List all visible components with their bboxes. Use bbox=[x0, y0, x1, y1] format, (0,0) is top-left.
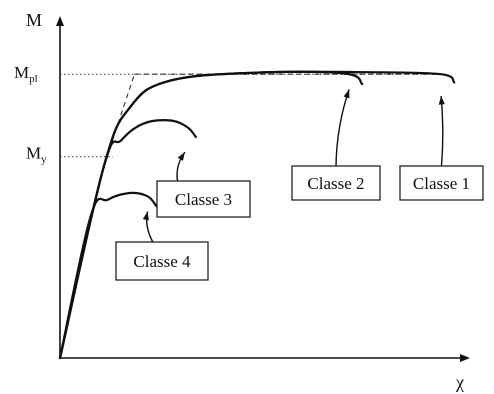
label-text-classe-1: Classe 1 bbox=[413, 174, 470, 193]
y-tick-my-sub: y bbox=[41, 154, 47, 166]
x-axis-label: χ bbox=[455, 372, 464, 392]
y-tick-label-mpl: Mpl bbox=[14, 63, 38, 85]
labels-group: Classe 1 Classe 2 Classe 3 Classe 4 bbox=[115, 89, 484, 281]
curve-classe-1 bbox=[58, 70, 456, 360]
y-tick-mpl-sub: pl bbox=[29, 73, 38, 85]
label-box-classe-4 bbox=[115, 241, 209, 281]
y-tick-label-my: My bbox=[26, 144, 47, 166]
label-text-classe-2: Classe 2 bbox=[307, 174, 364, 193]
arrowhead-classe-4 bbox=[142, 211, 149, 221]
label-text-classe-3: Classe 3 bbox=[175, 190, 232, 209]
label-box-classe-3 bbox=[156, 180, 251, 218]
arrowhead-classe-1 bbox=[438, 96, 445, 105]
y-tick-my-main: M bbox=[26, 144, 41, 163]
curves-group bbox=[58, 70, 456, 360]
curve-classe-4 bbox=[58, 191, 158, 360]
label-box-classe-2 bbox=[291, 165, 381, 201]
y-tick-mpl-main: M bbox=[14, 63, 29, 82]
leader-classe-2 bbox=[335, 89, 350, 167]
x-axis-arrow bbox=[460, 354, 470, 362]
curve-classe-3 bbox=[58, 119, 197, 360]
y-axis-arrow bbox=[56, 16, 64, 26]
arrowhead-classe-2 bbox=[343, 89, 350, 99]
label-text-classe-4: Classe 4 bbox=[133, 252, 191, 271]
label-box-classe-1 bbox=[399, 165, 484, 201]
y-axis-label: M bbox=[26, 10, 42, 30]
arrowhead-classe-3 bbox=[177, 152, 185, 161]
leader-classe-1 bbox=[440, 95, 444, 167]
